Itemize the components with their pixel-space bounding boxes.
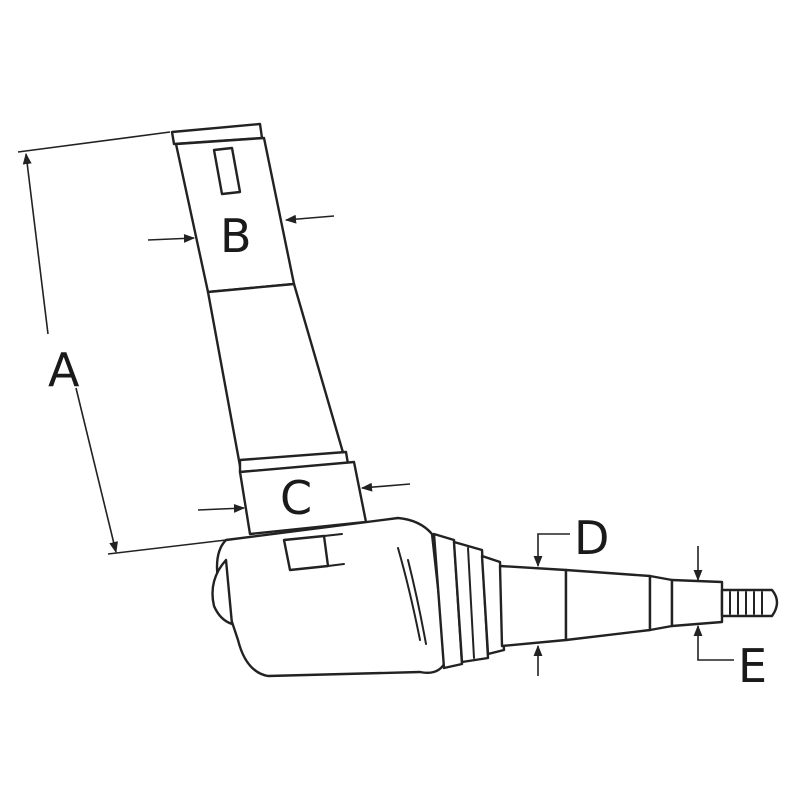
spindle-collar	[648, 574, 674, 632]
knuckle-hole	[282, 534, 330, 572]
label-b: B	[220, 209, 252, 263]
dimension-d	[533, 533, 570, 676]
dimension-e	[693, 546, 734, 661]
label-d: D	[574, 511, 609, 565]
dimension-c	[197, 482, 411, 513]
seal-rings	[432, 532, 506, 670]
kingpin-shaft	[170, 122, 368, 536]
label-e: E	[738, 639, 767, 693]
seal-ring-inner	[480, 554, 506, 656]
label-a: A	[48, 343, 80, 397]
spindle	[498, 564, 779, 648]
knuckle-main	[215, 516, 448, 678]
knuckle-side-lobe	[211, 558, 234, 626]
knuckle-body	[211, 516, 448, 678]
shaft-middle-section	[206, 282, 346, 468]
spindle-threaded-end	[720, 588, 779, 618]
dimension-b	[147, 214, 335, 243]
dimension-a	[17, 131, 227, 555]
spindle-bearing-d	[498, 564, 568, 648]
spindle-taper	[564, 568, 652, 642]
spindle-bearing-e	[670, 578, 724, 628]
shaft-key-slot	[212, 146, 242, 196]
label-c: C	[280, 471, 312, 525]
